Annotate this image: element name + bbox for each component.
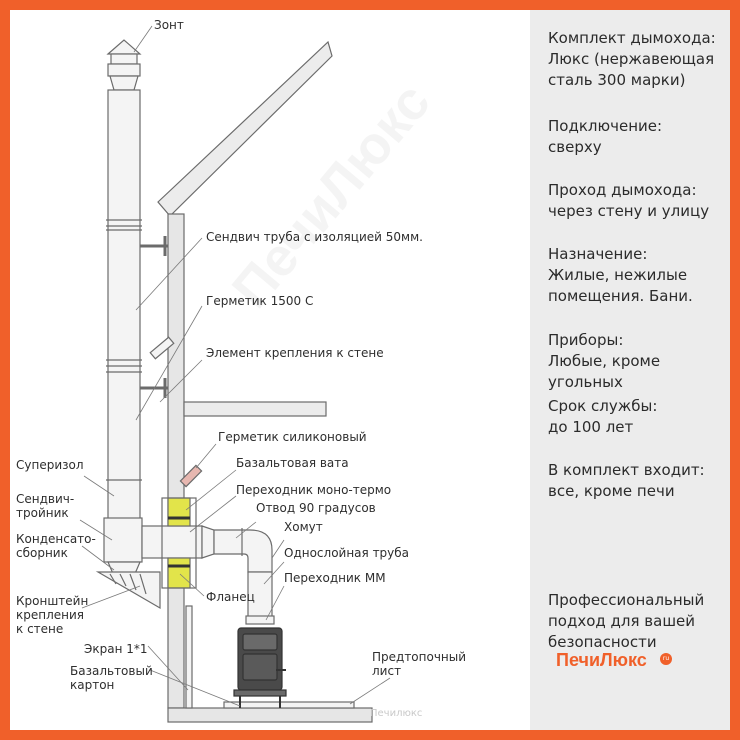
chimney-drawing bbox=[79, 25, 391, 723]
brand-badge-icon: ru bbox=[660, 653, 672, 665]
elbow-90 bbox=[213, 529, 273, 573]
screen bbox=[185, 605, 193, 709]
label-sandwich-pipe: Сендвич труба с изоляцией 50мм. bbox=[206, 230, 423, 244]
basalt-wool-lower bbox=[167, 557, 191, 589]
basalt-wool-upper bbox=[167, 497, 191, 527]
label-tee: Сендвич- тройник bbox=[16, 492, 75, 520]
sandwich-tee bbox=[103, 517, 143, 563]
info-kit: Комплект дымохода: Люкс (нержавеющая ста… bbox=[548, 29, 716, 89]
label-wall-mount: Элемент крепления к стене bbox=[206, 346, 384, 360]
label-silicone: Герметик силиконовый bbox=[218, 430, 367, 444]
info-purpose: Назначение: Жилые, нежилые помещения. Ба… bbox=[548, 245, 693, 305]
label-germetik: Герметик 1500 С bbox=[206, 294, 314, 308]
label-pre-sheet: Предтопочный лист bbox=[372, 650, 467, 678]
label-zont: Зонт bbox=[154, 18, 184, 32]
label-bracket: Кронштейн крепления к стене bbox=[16, 594, 89, 636]
sealant-tube bbox=[149, 336, 175, 360]
label-screen: Экран 1*1 bbox=[84, 642, 148, 656]
roof bbox=[157, 40, 333, 217]
label-elbow: Отвод 90 градусов bbox=[256, 501, 376, 515]
info-panel: Комплект дымохода: Люкс (нержавеющая ста… bbox=[530, 10, 730, 730]
adapter-mm bbox=[245, 615, 275, 625]
label-condensate: Конденсато- сборник bbox=[16, 532, 96, 560]
adapter-mono-thermo bbox=[201, 525, 215, 559]
horizontal-pipe bbox=[141, 525, 203, 559]
chimney-diagram: ПечиЛюкс bbox=[10, 10, 530, 730]
bottom-watermark: Печилюкс bbox=[370, 708, 423, 719]
label-basalt-board: Базальтовый картон bbox=[70, 664, 153, 692]
brand-logo: ПечиЛюкс bbox=[556, 650, 647, 670]
info-passage: Проход дымохода: через стену и улицу bbox=[548, 181, 710, 220]
pass-through-box bbox=[161, 497, 197, 589]
wall bbox=[167, 213, 185, 709]
sandwich-pipe-vertical bbox=[107, 89, 141, 521]
label-single-pipe: Однослойная труба bbox=[284, 546, 410, 560]
frame: ПечиЛюкс bbox=[10, 10, 730, 730]
ceiling bbox=[183, 401, 327, 417]
floor bbox=[167, 707, 373, 723]
info-slogan: Профессиональный подход для вашей безопа… bbox=[548, 591, 705, 651]
info-included: В комплект входит: все, кроме печи bbox=[548, 461, 705, 500]
label-clamp: Хомут bbox=[284, 520, 323, 534]
label-adapter-mono: Переходник моно-термо bbox=[236, 483, 392, 497]
cap-neck bbox=[110, 53, 138, 65]
label-flange: Фланец bbox=[206, 590, 255, 604]
cap bbox=[106, 39, 142, 55]
cap-taper bbox=[109, 75, 139, 91]
pre-firebox-sheet bbox=[223, 701, 355, 709]
info-lifetime: Срок службы: до 100 лет bbox=[548, 397, 658, 436]
cap-base bbox=[107, 63, 141, 77]
info-devices: Приборы: Любые, кроме угольных bbox=[548, 331, 661, 391]
label-adapter-mm: Переходник ММ bbox=[284, 571, 386, 585]
info-connection: Подключение: сверху bbox=[548, 117, 663, 156]
silicone-tube bbox=[179, 464, 203, 488]
label-basalt-wool: Базальтовая вата bbox=[236, 456, 349, 470]
label-superizol: Суперизол bbox=[16, 458, 84, 472]
